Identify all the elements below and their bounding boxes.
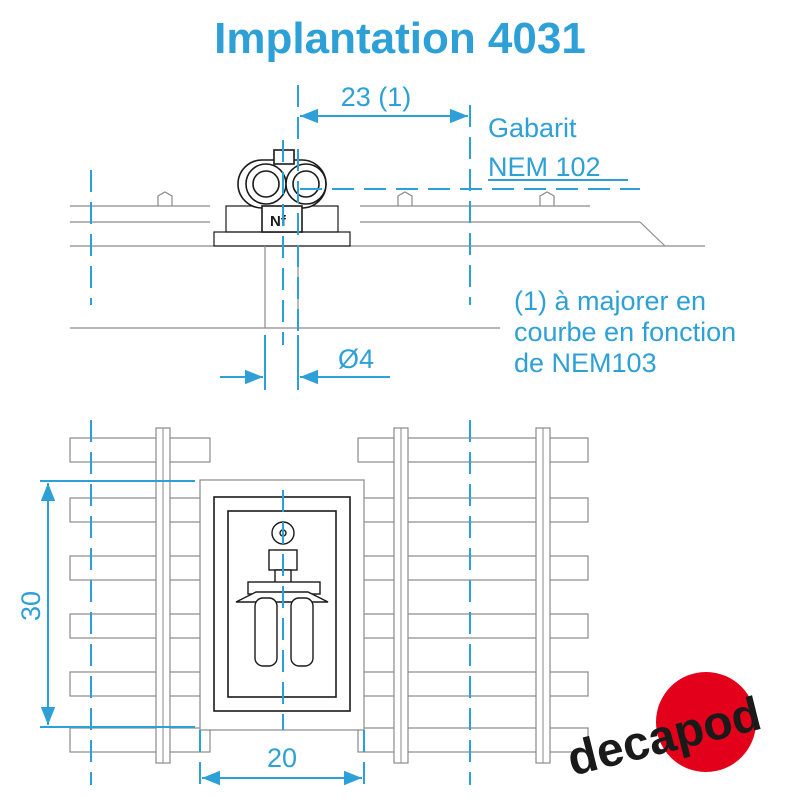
footnote: (1) à majorer en courbe en fonction de N… (514, 286, 736, 379)
gabarit-label: Gabarit (488, 113, 577, 143)
signal-head-side (237, 149, 327, 233)
footnote-line-3: de NEM103 (514, 348, 657, 379)
axis-lines-bottom (90, 420, 471, 790)
footnote-line-2: courbe en fonction (514, 317, 737, 348)
dimension-20-label: 20 (267, 743, 297, 773)
dimension-30 (40, 480, 195, 728)
signal-label: Nf (270, 213, 287, 230)
dimension-30-label: 30 (16, 591, 46, 621)
nem-102-label: NEM 102 (488, 152, 601, 182)
footnote-line-1: (1) à majorer en (514, 286, 707, 316)
dimension-23: 23 (1) (300, 82, 468, 124)
decapod-logo: decapod (562, 672, 766, 787)
dimension-20: 20 (202, 743, 362, 786)
page-title: Implantation 4031 (214, 14, 586, 63)
axis-lines-top (90, 85, 640, 345)
dimension-diameter-label: Ø4 (338, 344, 374, 374)
dimension-diameter (220, 335, 390, 390)
dimension-23-label: 23 (1) (341, 82, 412, 112)
